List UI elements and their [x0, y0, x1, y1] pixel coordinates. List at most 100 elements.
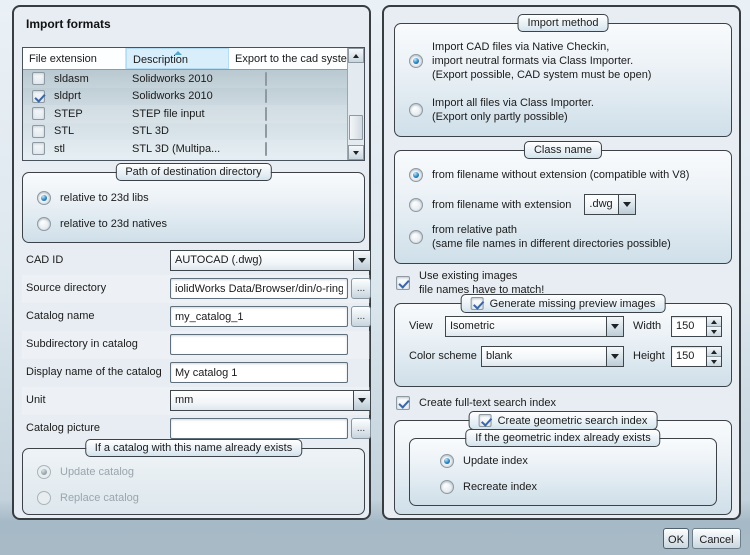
checkbox-icon [396, 396, 410, 410]
radio-relative-path[interactable]: from relative path (same file names in d… [409, 223, 671, 251]
chevron-down-icon[interactable] [606, 317, 623, 336]
radio-recreate-index[interactable]: Recreate index [440, 480, 537, 494]
radio-relative-23d-natives[interactable]: relative to 23d natives [37, 217, 167, 231]
source-directory-input[interactable] [170, 278, 348, 299]
width-stepper[interactable]: 150 [671, 316, 722, 337]
scrollbar-thumb[interactable] [349, 115, 363, 140]
table-row[interactable]: STEP STEP file input [23, 105, 347, 123]
view-label: View [409, 320, 433, 332]
spin-up-icon[interactable] [707, 317, 721, 327]
spin-down-icon[interactable] [707, 327, 721, 336]
panel-title: Import formats [26, 17, 111, 31]
radio-icon [37, 217, 51, 231]
catalog-name-browse-button[interactable]: ... [351, 306, 371, 327]
group-title: If a catalog with this name already exis… [84, 439, 303, 457]
radio-icon [37, 491, 51, 505]
row-checkbox[interactable] [32, 89, 45, 103]
table-row[interactable]: sldasm Solidworks 2010 [23, 70, 347, 88]
field-row-catalog-name: Catalog name ... [22, 303, 371, 331]
radio-class-importer[interactable]: Import all files via Class Importer. (Ex… [409, 96, 594, 124]
column-header-export[interactable]: Export to the cad system [229, 48, 364, 69]
color-scheme-label: Color scheme [409, 350, 477, 362]
field-row-subdirectory: Subdirectory in catalog [22, 331, 370, 359]
catalog-picture-input[interactable] [170, 418, 348, 439]
column-header-file-extension[interactable]: File extension [23, 48, 126, 69]
table-row[interactable]: STL STL 3D [23, 123, 347, 141]
radio-icon [409, 103, 423, 117]
import-formats-panel: Import formats File extension Descriptio… [12, 5, 371, 520]
radio-native-checkin[interactable]: Import CAD files via Native Checkin, imp… [409, 40, 651, 82]
group-title: Path of destination directory [115, 163, 272, 181]
view-combobox[interactable]: Isometric [445, 316, 624, 337]
field-row-cad-id: CAD ID AUTOCAD (.dwg) [22, 247, 371, 275]
column-header-description[interactable]: Description [126, 48, 229, 69]
cad-id-combobox[interactable]: AUTOCAD (.dwg) [170, 250, 371, 271]
group-title-with-checkbox[interactable]: Create geometric search index [468, 411, 658, 430]
row-checkbox[interactable] [32, 142, 45, 156]
scroll-up-icon[interactable] [348, 48, 364, 63]
radio-icon [440, 480, 454, 494]
geometric-index-group: Create geometric search index If the geo… [394, 411, 732, 515]
checkbox-icon[interactable] [478, 414, 492, 427]
catalog-exists-group: If a catalog with this name already exis… [22, 439, 365, 515]
row-checkbox[interactable] [32, 72, 45, 86]
radio-icon [409, 197, 423, 212]
table-scrollbar[interactable] [347, 48, 364, 160]
export-checkbox[interactable] [265, 89, 267, 104]
chevron-down-icon[interactable] [606, 347, 623, 366]
ok-button[interactable]: OK [663, 528, 689, 549]
radio-relative-23d-libs[interactable]: relative to 23d libs [37, 191, 149, 205]
radio-filename-with-extension[interactable]: from filename with extension .dwg [409, 194, 637, 215]
table-row[interactable]: sldprt Solidworks 2010 [23, 88, 347, 106]
chevron-down-icon[interactable] [618, 195, 636, 214]
export-checkbox[interactable] [265, 71, 267, 86]
path-destination-group: Path of destination directory relative t… [22, 163, 365, 243]
field-row-display-name: Display name of the catalog [22, 359, 370, 387]
table-body: sldasm Solidworks 2010 sldprt Solidworks… [23, 70, 347, 160]
class-name-group: Class name from filename without extensi… [394, 141, 732, 264]
radio-icon [409, 230, 423, 244]
field-row-unit: Unit mm [22, 387, 371, 415]
use-existing-images-checkbox[interactable]: Use existing images file names have to m… [396, 269, 544, 297]
group-title: If the geometric index already exists [465, 429, 661, 447]
geometric-exists-group: If the geometric index already exists Up… [409, 429, 717, 506]
source-directory-browse-button[interactable]: ... [351, 278, 371, 299]
radio-icon [37, 465, 51, 479]
export-checkbox[interactable] [265, 124, 267, 139]
catalog-name-input[interactable] [170, 306, 348, 327]
export-checkbox[interactable] [265, 141, 267, 156]
radio-replace-catalog: Replace catalog [37, 491, 139, 505]
height-stepper[interactable]: 150 [671, 346, 722, 367]
chevron-down-icon[interactable] [353, 391, 370, 410]
subdirectory-input[interactable] [170, 334, 348, 355]
scroll-down-icon[interactable] [348, 145, 364, 160]
fulltext-index-checkbox[interactable]: Create full-text search index [396, 396, 556, 410]
sort-ascending-icon [173, 51, 182, 55]
checkbox-icon[interactable] [470, 297, 484, 310]
cancel-button[interactable]: Cancel [692, 528, 741, 549]
preview-images-group: Generate missing preview images View Iso… [394, 294, 732, 387]
display-name-input[interactable] [170, 362, 348, 383]
export-checkbox[interactable] [265, 106, 267, 121]
radio-icon [409, 168, 423, 182]
group-title-with-checkbox[interactable]: Generate missing preview images [460, 294, 666, 313]
spin-down-icon[interactable] [707, 357, 721, 366]
width-label: Width [633, 320, 662, 332]
import-formats-table: File extension Description Export to the… [22, 47, 365, 161]
row-checkbox[interactable] [32, 124, 45, 138]
radio-update-catalog: Update catalog [37, 465, 134, 479]
extension-combobox[interactable]: .dwg [584, 194, 637, 215]
radio-icon [37, 191, 51, 205]
catalog-picture-browse-button[interactable]: ... [351, 418, 371, 439]
row-checkbox[interactable] [32, 107, 45, 121]
table-row[interactable]: stl STL 3D (Multipa... [23, 140, 347, 158]
spin-up-icon[interactable] [707, 347, 721, 357]
radio-filename-without-extension[interactable]: from filename without extension (compati… [409, 168, 689, 182]
import-method-group: Import method Import CAD files via Nativ… [394, 14, 732, 137]
options-panel: Import method Import CAD files via Nativ… [382, 5, 741, 520]
height-label: Height [633, 350, 665, 362]
unit-combobox[interactable]: mm [170, 390, 371, 411]
color-scheme-combobox[interactable]: blank [481, 346, 624, 367]
radio-update-index[interactable]: Update index [440, 454, 528, 468]
chevron-down-icon[interactable] [353, 251, 370, 270]
